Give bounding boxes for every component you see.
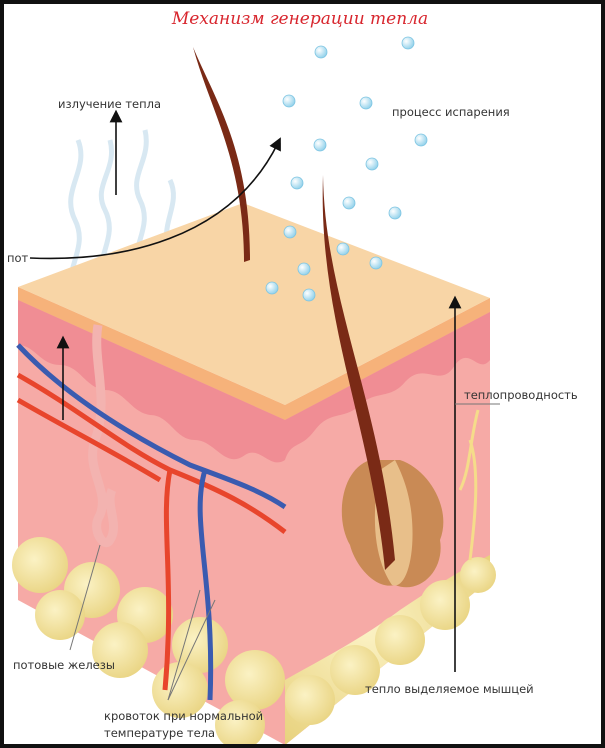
hair <box>322 175 395 570</box>
skin-surface <box>18 203 490 405</box>
nerve <box>458 409 480 561</box>
diagram-title: Механизм генерации тепла <box>171 9 428 29</box>
sweat-droplets <box>265 36 428 302</box>
blood-vessels <box>16 343 287 701</box>
sweat-gland <box>88 324 119 547</box>
label-evaporation: процесс испарения <box>392 105 510 119</box>
hair <box>193 47 250 262</box>
label-blood-flow-2: температуре тела <box>104 726 215 740</box>
label-sweat: пот <box>7 251 29 265</box>
sweat-arrow <box>29 137 281 260</box>
label-blood-flow-1: кровоток при нормальной <box>104 709 263 723</box>
skin-diagram: Механизм генерации тепла <box>7 9 578 744</box>
label-sweat-glands: потовые железы <box>13 658 115 672</box>
label-radiation: излучение тепла <box>58 97 161 111</box>
label-muscle-heat: тепло выделяемое мышцей <box>365 682 534 696</box>
leader-lines <box>69 403 500 701</box>
label-conduction: теплопроводность <box>464 388 578 402</box>
